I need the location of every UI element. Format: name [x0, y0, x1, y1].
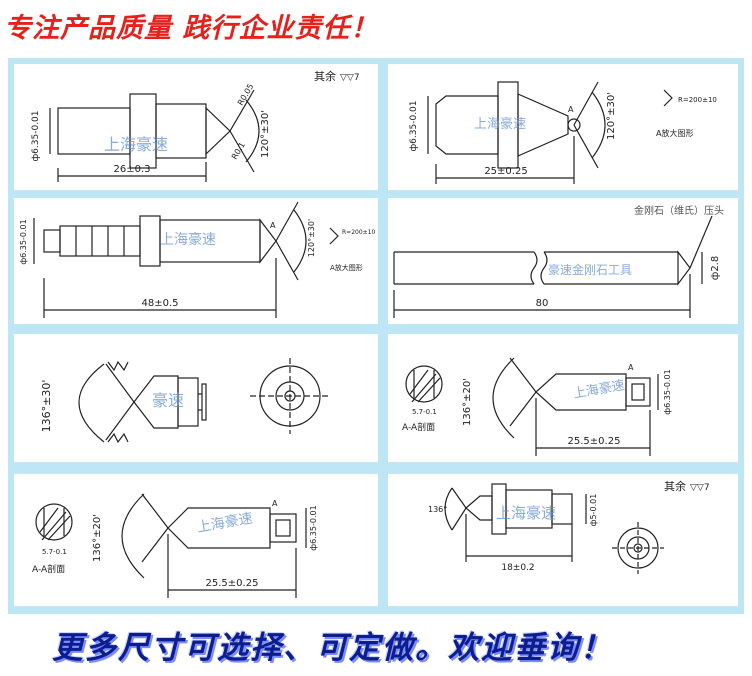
panel-8-note: 其余 [664, 479, 686, 493]
panel-3-drawing: ф6.35-0.01 48±0.5 120°±30' A R=200±10 A放… [19, 201, 375, 318]
panel-4-length: 80 [536, 298, 549, 309]
panel-2-radius-note: R=200±10 [678, 96, 717, 104]
panel-1-angle: 120°±30' [260, 110, 271, 158]
panel-6-diameter: ф6.35-0.01 [663, 369, 672, 414]
panel-2-drawing: ф6.35-0.01 25±0.25 120°±30' A R=200±10 A… [409, 81, 717, 184]
panel-1-note: 其余 [314, 69, 336, 83]
panel-8: 136° ф5-0.01 18±0.2 其余 ▽▽7 上海豪速 [388, 474, 738, 606]
panel-7-drawing: 5.7-0.1 A-A剖面 136°±20' ф6.35-0.01 25.5±0… [32, 493, 318, 598]
panel-1: ф6.35-0.01 26±0.3 120°±30' R0.05 R0.1 其余… [14, 64, 378, 190]
panel-8-angle: 136° [428, 505, 447, 514]
panel-6-section-width: 5.7-0.1 [412, 408, 437, 416]
panel-3-length: 48±0.5 [141, 298, 178, 309]
panel-4-callout: 金刚石（维氏）压头 [634, 204, 724, 217]
panel-4-diameter: ф2.8 [710, 256, 721, 280]
panel-6-tip-label: A [628, 363, 634, 372]
panel-6-length: 25.5±0.25 [568, 436, 621, 447]
panel-1-tip-label-b: R0.1 [230, 141, 247, 161]
panel-3-tip-label: A [270, 221, 276, 230]
panel-8-diameter: ф5-0.01 [589, 494, 598, 527]
panel-7-section-label: A-A剖面 [32, 563, 65, 575]
panel-6-angle: 136°±20' [462, 378, 473, 426]
panel-6-watermark: 上海豪速 [572, 377, 626, 402]
panel-7-diameter: ф6.35-0.01 [309, 505, 318, 550]
panel-1-diameter: ф6.35-0.01 [31, 110, 41, 161]
panel-2-angle: 120°±30' [606, 92, 617, 140]
panel-5: 136°±30' 豪速 [14, 334, 378, 462]
panel-2: ф6.35-0.01 25±0.25 120°±30' A R=200±10 A… [388, 64, 738, 190]
panel-5-angle: 136°±30' [40, 380, 53, 433]
diagram-frame: ф6.35-0.01 26±0.3 120°±30' R0.05 R0.1 其余… [8, 58, 744, 614]
panel-3: ф6.35-0.01 48±0.5 120°±30' A R=200±10 A放… [14, 198, 378, 324]
panel-2-detail-label: A放大图形 [656, 128, 693, 138]
panel-4-watermark: 豪速金刚石工具 [548, 262, 632, 277]
bottom-slogan: 更多尺寸可选择、可定做。欢迎垂询！ [52, 630, 613, 666]
panel-8-length: 18±0.2 [501, 563, 534, 573]
panel-1-drawing: ф6.35-0.01 26±0.3 120°±30' R0.05 R0.1 其余… [31, 69, 360, 182]
panel-2-watermark: 上海豪速 [474, 116, 526, 132]
panel-5-drawing: 136°±30' 豪速 [40, 358, 330, 444]
panel-2-length: 25±0.25 [484, 166, 527, 177]
panel-3-detail-label: A放大图形 [330, 263, 363, 272]
panel-8-watermark: 上海豪速 [496, 504, 556, 522]
panel-3-radius-note: R=200±10 [342, 229, 375, 236]
top-slogan: 专注产品质量 践行企业责任！ [4, 13, 379, 44]
panel-7-angle: 136°±20' [92, 514, 103, 562]
panel-7-watermark: 上海豪速 [196, 510, 254, 535]
footer-strip: 更多尺寸可选择、可定做。欢迎垂询！ [0, 616, 752, 676]
panel-1-roughness: ▽▽7 [340, 73, 360, 83]
panel-2-diameter: ф6.35-0.01 [409, 100, 419, 151]
panel-3-angle: 120°±30' [307, 219, 316, 257]
panel-3-watermark: 上海豪速 [160, 232, 216, 248]
panel-5-watermark: 豪速 [152, 391, 184, 410]
panel-6-drawing: 5.7-0.1 A-A剖面 136°±20' ф6.35-0.01 25.5±0… [402, 357, 672, 456]
panel-7-section-width: 5.7-0.1 [42, 548, 67, 556]
panel-2-tip-label: A [568, 105, 574, 114]
panel-8-roughness: ▽▽7 [690, 483, 710, 493]
panel-1-watermark: 上海豪速 [104, 135, 168, 154]
panel-4: 金刚石（维氏）压头 豪速金刚石工具 ф2.8 80 [388, 198, 738, 324]
panel-8-drawing: 136° ф5-0.01 18±0.2 其余 ▽▽7 上海豪速 [428, 479, 710, 574]
panel-1-length: 26±0.3 [113, 164, 150, 175]
panel-3-diameter: ф6.35-0.01 [19, 219, 28, 264]
panel-1-tip-label-a: R0.05 [236, 82, 255, 107]
panel-7-tip-label: A [272, 499, 278, 508]
panel-7-length: 25.5±0.25 [206, 578, 259, 589]
panel-4-drawing: 金刚石（维氏）压头 豪速金刚石工具 ф2.8 80 [393, 204, 724, 318]
header-strip: 专注产品质量 践行企业责任！ [0, 0, 752, 56]
panel-7: 5.7-0.1 A-A剖面 136°±20' ф6.35-0.01 25.5±0… [14, 474, 378, 606]
panel-6-section-label: A-A剖面 [402, 421, 435, 433]
panel-6: 5.7-0.1 A-A剖面 136°±20' ф6.35-0.01 25.5±0… [388, 334, 738, 462]
